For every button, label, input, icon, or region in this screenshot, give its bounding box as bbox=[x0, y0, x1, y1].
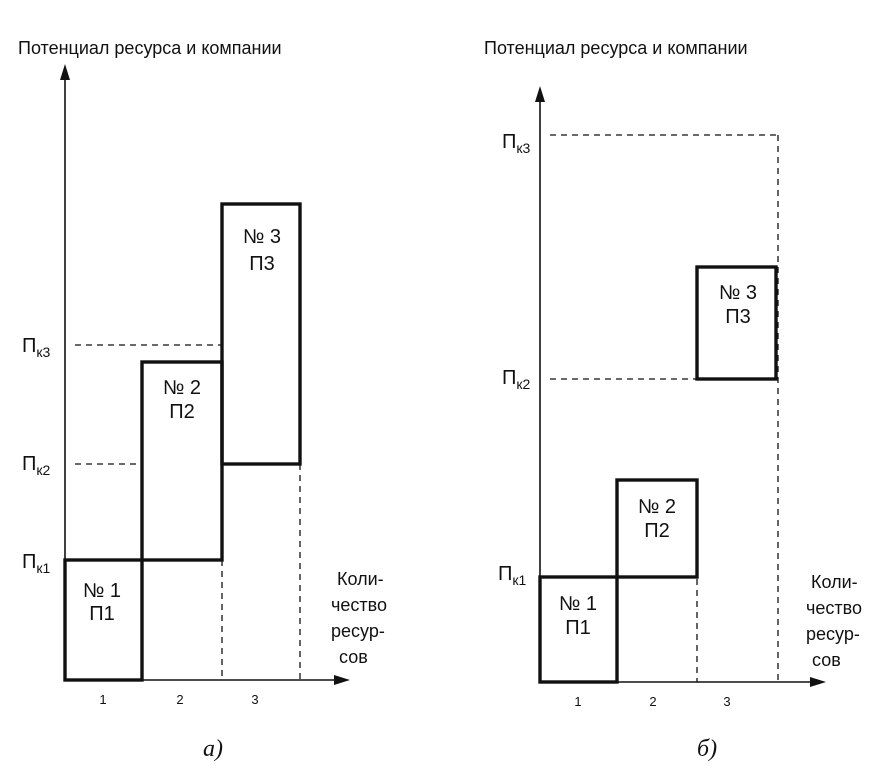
panel-b-label-pk1: Пк1 bbox=[498, 563, 527, 588]
panel-b-quantity-line-4: сов bbox=[812, 650, 841, 670]
panel-a-tick-2: 2 bbox=[176, 692, 183, 707]
panel-b-axis-title: Потенциал ресурса и компании bbox=[484, 38, 748, 58]
panel-a-box-1-name: П1 bbox=[89, 603, 115, 625]
panel-a-label-pk2: Пк2 bbox=[22, 453, 51, 478]
panel-a-caption: а) bbox=[203, 736, 223, 762]
panel-a-box-3-name: П3 bbox=[249, 253, 275, 275]
panel-a-box-1-num: № 1 bbox=[83, 580, 121, 602]
panel-a-quantity-line-1: Коли- bbox=[337, 569, 384, 589]
panel-a-y-arrowhead bbox=[60, 64, 70, 80]
panel-b-x-arrowhead bbox=[810, 677, 826, 687]
panel-a-quantity-line-2: чество bbox=[331, 595, 387, 615]
panel-a-box-1 bbox=[63, 558, 144, 682]
panel-a-box-2-num: № 2 bbox=[163, 377, 201, 399]
panel-b-box-1-name: П1 bbox=[565, 617, 591, 639]
panel-b-quantity-line-3: ресур- bbox=[806, 624, 860, 644]
panel-b-label-pk2: Пк2 bbox=[502, 367, 531, 392]
panel-b-box-3-name: П3 bbox=[725, 306, 751, 328]
panel-a-axis-title: Потенциал ресурса и компании bbox=[18, 38, 282, 58]
panel-b-y-arrowhead bbox=[535, 86, 545, 102]
panel-b-box-3-num: № 3 bbox=[719, 282, 757, 304]
panel-a-quantity-line-3: ресур- bbox=[331, 621, 385, 641]
panel-b-caption: б) bbox=[697, 736, 717, 762]
panel-b-label-pk3: Пк3 bbox=[502, 131, 531, 156]
panel-b-tick-2: 2 bbox=[649, 694, 656, 709]
panel-b-box-1 bbox=[538, 575, 619, 684]
panel-b-box-2-name: П2 bbox=[644, 520, 670, 542]
panel-b-quantity-line-1: Коли- bbox=[811, 572, 858, 592]
panel-a-label-pk1: Пк1 bbox=[22, 551, 51, 576]
panel-b-box-3 bbox=[695, 265, 778, 381]
panel-a-box-3-num: № 3 bbox=[243, 226, 281, 248]
panel-b-box-1-num: № 1 bbox=[559, 593, 597, 615]
panel-a: Потенциал ресурса и компании Пк3 Пк2 Пк1… bbox=[18, 38, 387, 762]
panel-b-box-2-num: № 2 bbox=[638, 496, 676, 518]
panel-a-tick-3: 3 bbox=[251, 692, 258, 707]
panel-b-quantity-line-2: чество bbox=[806, 598, 862, 618]
panel-b: Потенциал ресурса и компании Пк3 Пк2 Пк1… bbox=[484, 38, 862, 762]
panel-a-box-3 bbox=[220, 202, 302, 466]
panel-a-box-2-name: П2 bbox=[169, 401, 195, 423]
panel-b-box-2 bbox=[615, 478, 699, 579]
panel-b-tick-3: 3 bbox=[723, 694, 730, 709]
panel-a-quantity-line-4: сов bbox=[339, 647, 368, 667]
panel-a-tick-1: 1 bbox=[99, 692, 106, 707]
panel-a-label-pk3: Пк3 bbox=[22, 335, 51, 360]
panel-b-tick-1: 1 bbox=[574, 694, 581, 709]
panel-a-x-arrowhead bbox=[334, 675, 350, 685]
